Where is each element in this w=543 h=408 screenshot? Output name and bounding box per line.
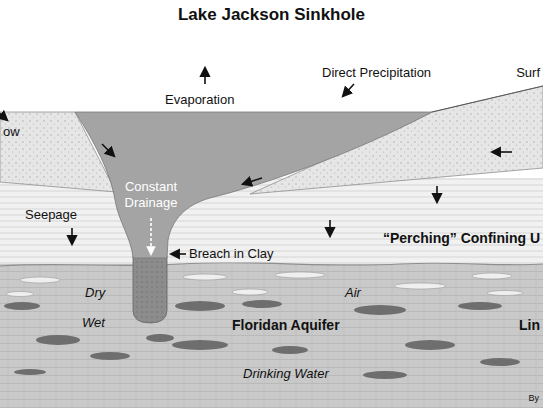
air-pocket: [6, 292, 34, 297]
zone-label: Drinking Water: [243, 366, 329, 382]
air-pocket: [183, 274, 227, 280]
air-pocket: [472, 273, 512, 279]
air-pocket: [232, 289, 268, 295]
flow-arrow: [102, 144, 114, 156]
precipitation-arrow: [343, 84, 354, 96]
drainage-label: Constant Drainage: [118, 179, 184, 211]
cavity: [172, 340, 228, 350]
air-pocket: [394, 283, 446, 289]
cavity: [14, 369, 46, 375]
flow-arrow: [243, 178, 262, 184]
limestone-layer: [0, 264, 543, 408]
air-pocket: [487, 291, 523, 296]
air-pockets: [6, 272, 523, 297]
cavity: [405, 340, 455, 350]
cavity: [242, 300, 282, 308]
layer-name: “Perching” Confining U: [383, 230, 540, 247]
cavity: [354, 305, 406, 315]
runoff-label: Surf: [516, 65, 540, 81]
seepage-arrow: [436, 186, 438, 202]
zone-label: Wet: [82, 315, 105, 331]
evaporation-label: Evaporation: [165, 92, 234, 108]
credit-label: By: [528, 392, 539, 404]
cavity: [146, 334, 174, 342]
flow-arrows: [0, 68, 512, 254]
seepage-label: Seepage: [25, 207, 77, 223]
air-pocket: [20, 277, 60, 283]
cavity: [458, 302, 502, 310]
cavity: [90, 352, 130, 360]
cavity: [363, 371, 407, 379]
ground-surface: [432, 86, 543, 112]
air-pocket: [275, 272, 325, 278]
seepage-arrow: [329, 220, 331, 236]
evaporation-arrow: [204, 68, 206, 84]
zone-label: Dry: [85, 285, 105, 301]
precipitation-label: Direct Precipitation: [322, 65, 431, 81]
diagram-title: Lake Jackson Sinkhole: [0, 5, 543, 25]
cavity: [36, 335, 80, 345]
lake-water: [75, 112, 432, 258]
cavity: [4, 302, 40, 310]
cavity: [272, 346, 308, 354]
layer-name: Lin: [519, 317, 540, 334]
layer-boundary: [0, 263, 543, 266]
aquifer-name: Floridan Aquifer: [232, 317, 340, 334]
drainage-arrow: [150, 218, 152, 254]
runoff-arrow: [492, 151, 512, 153]
inflow-arrow: [0, 112, 7, 120]
sinkhole-plug: [133, 256, 167, 323]
cavity: [480, 358, 520, 366]
zone-label: Air: [345, 285, 361, 301]
breach-label: Breach in Clay: [189, 246, 274, 262]
breach-pointer: [171, 253, 186, 255]
seepage-arrow: [71, 228, 73, 244]
cavity: [175, 301, 225, 311]
inflow-label: ow: [3, 124, 20, 140]
